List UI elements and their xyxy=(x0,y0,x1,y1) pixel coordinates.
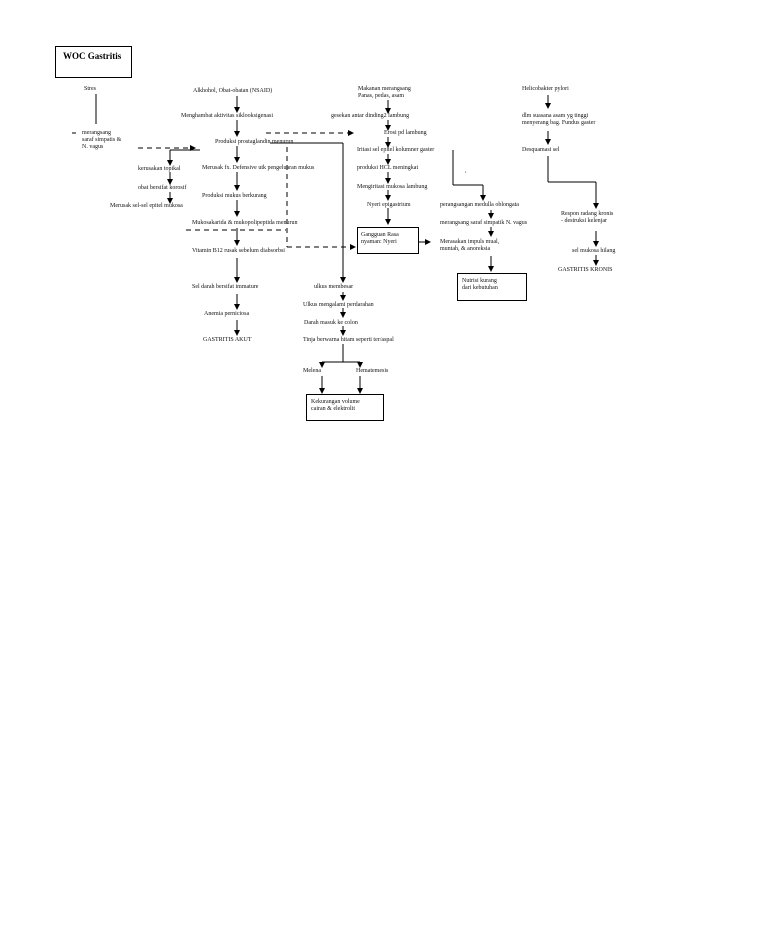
node-desquamasi: Desquamasi sel xyxy=(522,147,560,153)
diagnosis-box-nyeri: Gangguan Rasa nyaman: Nyeri xyxy=(357,227,419,254)
node-hcl: produksi HCL meningkat xyxy=(357,165,419,171)
diagram-title: WOC Gastritis xyxy=(63,51,122,61)
diagnosis-nutrisi-text: Nutrisi kurang dari kebutuhan xyxy=(462,278,498,291)
node-urease: dlm suasana asam yg tinggi menyerang bag… xyxy=(522,113,596,126)
node-gastritis-akut: GASTRITIS AKUT xyxy=(203,337,252,343)
node-erosi: Erosi pd lambung xyxy=(384,130,427,136)
node-mengiritasi: Mengiritasi mukosa lambung xyxy=(357,184,428,190)
node-mual: Merasakan impuls mual, muntah, & anoreks… xyxy=(440,239,500,252)
node-sel-darah: Sel darah bersifat immature xyxy=(192,284,259,290)
node-melena: Melena xyxy=(303,368,321,374)
node-prostaglandin: Produksi prostaglandin menurun xyxy=(215,139,294,145)
diagnosis-cairan-text: Kekurangan volume cairan & elektrolit xyxy=(311,399,360,412)
node-vitb12: Vitamin B12 rusak sebelum diabsorbsi xyxy=(192,248,285,254)
node-rangsang-simpatis: merangsang saraf simpatis & N. vagus xyxy=(82,130,122,150)
node-nyeri-epigastrium: Nyeri epigastrium xyxy=(367,202,411,208)
title-box: WOC Gastritis xyxy=(55,46,132,78)
node-helico: Helicobakter pylori xyxy=(522,86,569,92)
node-saraf-vagus: merangsang saraf simpatik N. vagus xyxy=(440,220,528,226)
node-anemia: Anemia perniciosa xyxy=(204,311,250,317)
node-gesekan: gesekan antar dinding2 lambung xyxy=(331,113,410,119)
node-darah-masuk: Darah masuk ke colon xyxy=(304,320,358,326)
node-defensive: Merusak fx. Defensive utk pengeluaran mu… xyxy=(202,165,315,171)
node-tinja: Tinja berwarna hitam seperti ter/aspal xyxy=(303,337,394,343)
node-hematemesis: Hematemesis xyxy=(356,368,389,374)
node-mukosakarida: Mukosakarida & mukopolipeptida menurun xyxy=(192,220,298,226)
node-mukus-berkurang: Produksi mukus berkurang xyxy=(202,193,267,199)
node-ulkus: ulkus membesar xyxy=(314,284,354,290)
diagnosis-box-cairan: Kekurangan volume cairan & elektrolit xyxy=(306,394,384,421)
node-stres: Stres xyxy=(84,86,96,92)
node-makanan: Makanan merangsang Panas, pedas, asam xyxy=(358,86,411,99)
node-gastritis-kronis: GASTRITIS KRONIS xyxy=(558,267,613,273)
node-respon: Respon radang kronis - destruksi kelenja… xyxy=(561,211,614,224)
diagnosis-nyeri-text: Gangguan Rasa nyaman: Nyeri xyxy=(361,232,399,245)
stray-mark: , xyxy=(465,168,467,174)
node-medulla: perangsangan medulla oblongata xyxy=(440,202,519,208)
node-hambat-siklo: Menghambat aktivitas siklooksigenasi xyxy=(181,113,273,119)
node-sel-epitel: Merusak sel-sel epitel mukosa xyxy=(110,203,183,209)
node-iritasi: Iritasi sel epitel kolumner gaster xyxy=(357,147,435,153)
node-sel-mukosa: sel mukosa hilang xyxy=(572,248,616,254)
diagnosis-box-nutrisi: Nutrisi kurang dari kebutuhan xyxy=(457,273,527,301)
node-alkohol: Alkhohol, Obat-obatan (NSAID) xyxy=(193,88,273,94)
node-kerusakan-topikal: kerusakan topikal xyxy=(138,166,181,172)
node-obat-korosif: obat bersifat korosif xyxy=(138,185,187,191)
node-perdarahan: Ulkus mengalami perdarahan xyxy=(303,302,374,308)
